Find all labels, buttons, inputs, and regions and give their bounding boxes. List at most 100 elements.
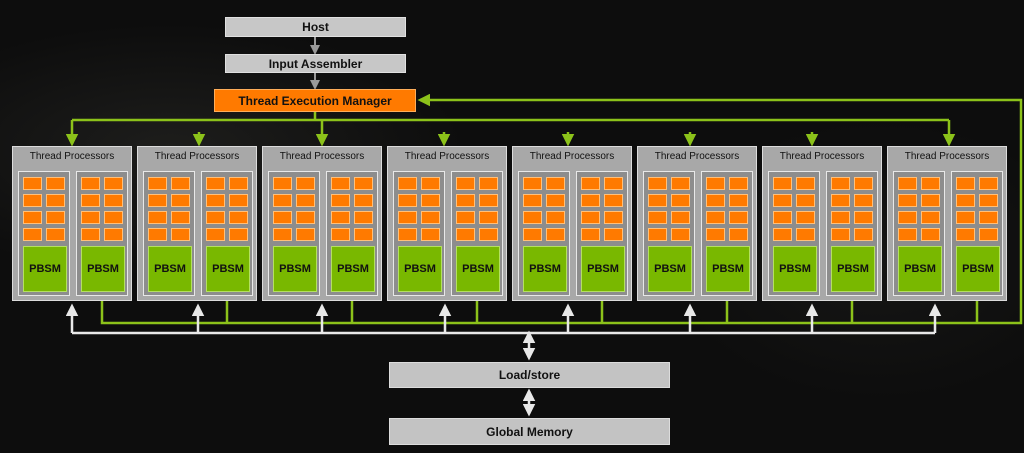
thread-processor-core	[831, 211, 850, 224]
pbsm-block: PBSM	[898, 246, 942, 292]
thread-processor-core	[956, 177, 975, 190]
thread-processor-core	[979, 177, 998, 190]
thread-processor-core	[796, 211, 815, 224]
thread-processor-core	[979, 211, 998, 224]
thread-processor-core	[604, 194, 623, 207]
streaming-multiprocessor: PBSM	[951, 171, 1003, 296]
pbsm-block: PBSM	[148, 246, 192, 292]
thread-execution-manager-label: Thread Execution Manager	[238, 93, 392, 108]
pbsm-block: PBSM	[706, 246, 750, 292]
thread-processor-core	[979, 228, 998, 241]
thread-processor-core	[921, 194, 940, 207]
thread-processor-core	[581, 194, 600, 207]
thread-processor-core	[479, 228, 498, 241]
thread-processor-core	[921, 228, 940, 241]
core-grid	[206, 177, 250, 243]
thread-processor-core	[81, 177, 100, 190]
thread-processor-core	[23, 211, 42, 224]
thread-processor-core	[854, 211, 873, 224]
thread-processor-core	[104, 228, 123, 241]
thread-processor-core	[796, 177, 815, 190]
thread-processor-core	[706, 228, 725, 241]
thread-processor-core	[523, 194, 542, 207]
thread-processor-core	[773, 211, 792, 224]
pbsm-block: PBSM	[206, 246, 250, 292]
thread-processor-core	[854, 228, 873, 241]
thread-processor-core	[648, 194, 667, 207]
cluster-title: Thread Processors	[904, 151, 990, 162]
thread-processor-core	[273, 211, 292, 224]
pbsm-block: PBSM	[581, 246, 625, 292]
thread-processor-core	[706, 177, 725, 190]
cluster-title: Thread Processors	[279, 151, 365, 162]
streaming-multiprocessor: PBSM	[893, 171, 945, 296]
streaming-multiprocessor: PBSM	[518, 171, 570, 296]
thread-processor-core	[898, 177, 917, 190]
thread-processor-core	[273, 177, 292, 190]
pbsm-block: PBSM	[456, 246, 500, 292]
thread-processor-core	[23, 177, 42, 190]
thread-processor-core	[354, 211, 373, 224]
thread-processor-core	[479, 211, 498, 224]
pbsm-block: PBSM	[523, 246, 567, 292]
pbsm-block: PBSM	[773, 246, 817, 292]
thread-processor-core	[729, 228, 748, 241]
pbsm-block: PBSM	[956, 246, 1000, 292]
thread-processor-core	[456, 177, 475, 190]
thread-processor-core	[81, 194, 100, 207]
thread-processor-core	[831, 228, 850, 241]
streaming-multiprocessor: PBSM	[76, 171, 128, 296]
core-grid	[581, 177, 625, 243]
thread-processor-core	[398, 228, 417, 241]
memory-bus	[65, 303, 942, 417]
input-assembler-label: Input Assembler	[268, 56, 363, 71]
pbsm-block: PBSM	[81, 246, 125, 292]
thread-processor-core	[148, 177, 167, 190]
streaming-multiprocessor: PBSM	[768, 171, 820, 296]
thread-processor-core	[229, 177, 248, 190]
pbsm-block: PBSM	[648, 246, 692, 292]
thread-processor-core	[898, 194, 917, 207]
thread-execution-manager-box: Thread Execution Manager	[214, 89, 416, 112]
thread-processor-core	[831, 177, 850, 190]
thread-processor-core	[229, 228, 248, 241]
core-grid	[456, 177, 500, 243]
core-grid	[648, 177, 692, 243]
thread-processor-core	[523, 211, 542, 224]
thread-processor-core	[773, 194, 792, 207]
thread-processor-core	[104, 177, 123, 190]
thread-processor-core	[104, 211, 123, 224]
streaming-multiprocessor: PBSM	[826, 171, 878, 296]
core-grid	[523, 177, 567, 243]
thread-processor-core	[206, 177, 225, 190]
streaming-multiprocessor: PBSM	[643, 171, 695, 296]
thread-processor-core	[729, 211, 748, 224]
thread-processor-core	[148, 228, 167, 241]
streaming-multiprocessor: PBSM	[18, 171, 70, 296]
thread-processor-core	[229, 211, 248, 224]
pbsm-block: PBSM	[331, 246, 375, 292]
thread-processor-core	[398, 211, 417, 224]
thread-processor-core	[331, 228, 350, 241]
thread-processor-core	[546, 211, 565, 224]
thread-processor-core	[148, 211, 167, 224]
streaming-multiprocessor: PBSM	[451, 171, 503, 296]
pbsm-block: PBSM	[831, 246, 875, 292]
thread-processor-core	[46, 211, 65, 224]
streaming-multiprocessor: PBSM	[576, 171, 628, 296]
streaming-multiprocessor: PBSM	[201, 171, 253, 296]
thread-processor-core	[898, 211, 917, 224]
thread-processor-core	[398, 177, 417, 190]
thread-processor-core	[671, 194, 690, 207]
thread-processor-core	[604, 177, 623, 190]
thread-processor-core	[456, 228, 475, 241]
thread-processor-core	[979, 194, 998, 207]
thread-processor-core	[773, 228, 792, 241]
thread-processor-core	[206, 228, 225, 241]
thread-processor-core	[773, 177, 792, 190]
thread-processor-core	[229, 194, 248, 207]
